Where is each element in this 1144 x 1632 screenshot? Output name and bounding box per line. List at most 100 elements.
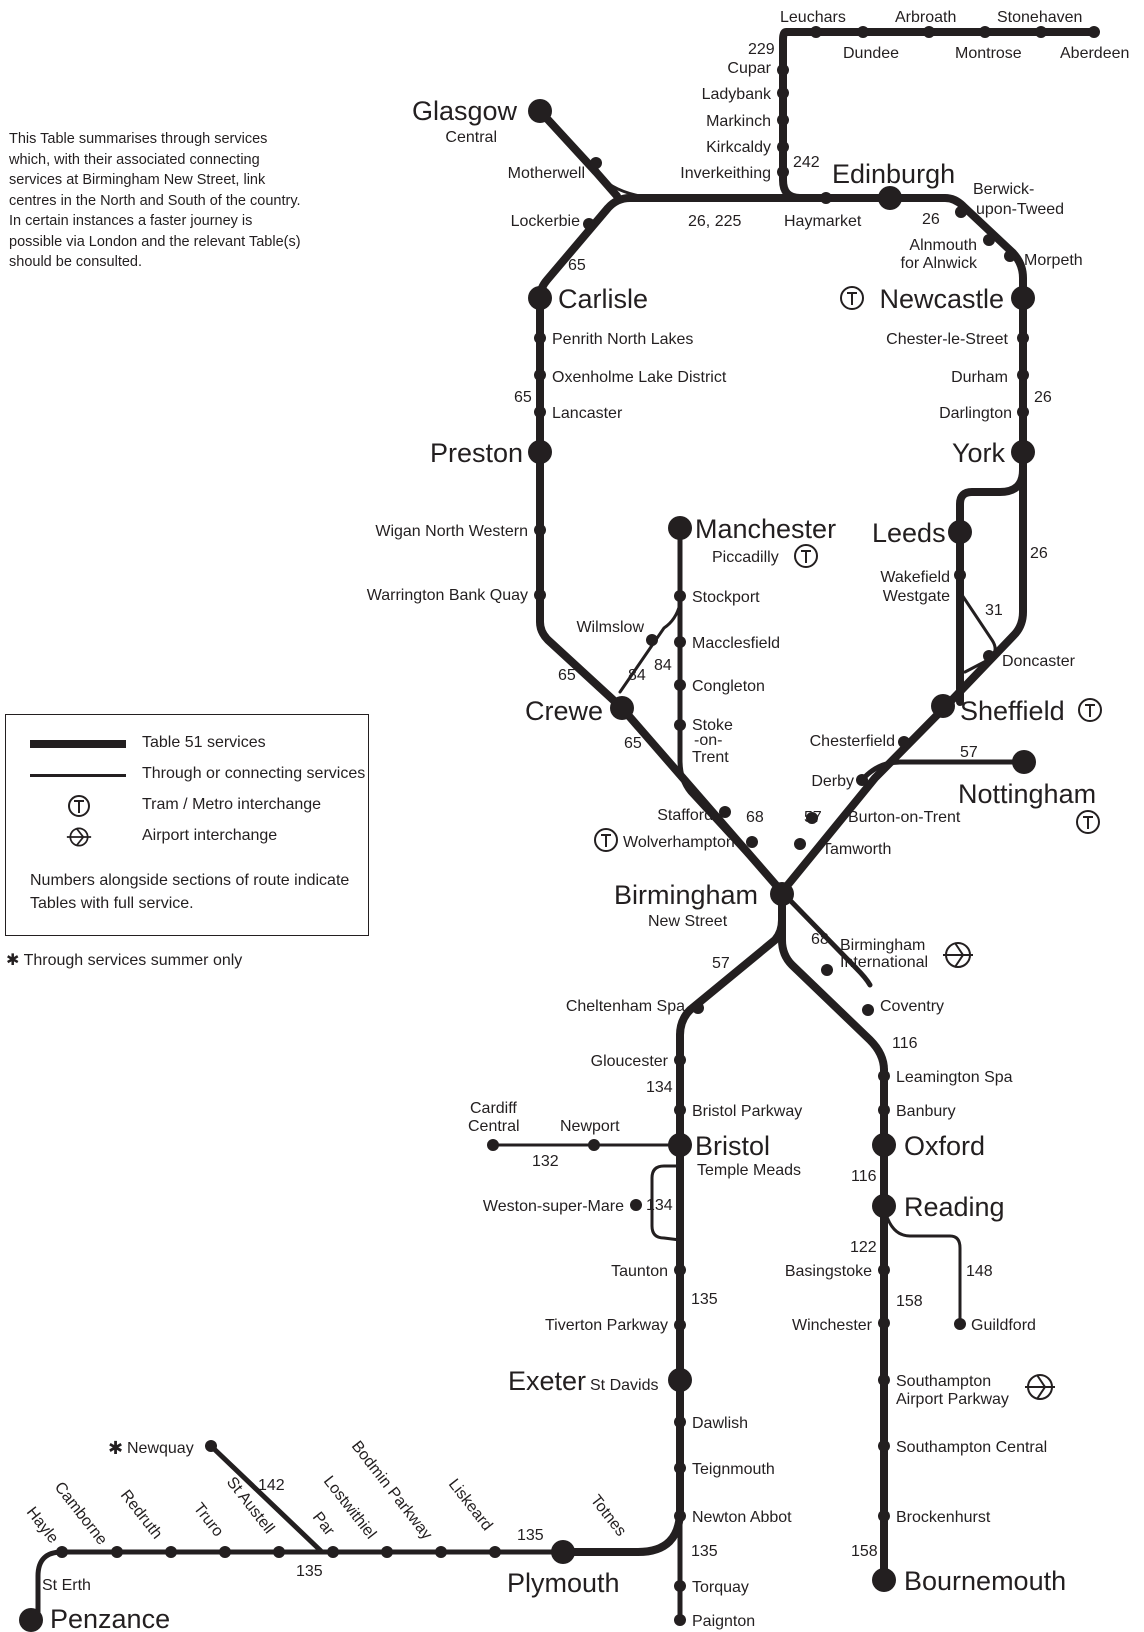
label-aberdeen: Aberdeen (1060, 45, 1129, 62)
legend-label: Airport interchange (142, 827, 278, 844)
label-preston: Preston (430, 438, 523, 468)
thin-line-icon (30, 774, 126, 777)
route-reading-guildford (882, 1204, 962, 1326)
route-sheffield-birmingham (778, 698, 954, 896)
label-dundee: Dundee (843, 45, 899, 62)
legend-item: Tram / Metro interchange (6, 793, 368, 819)
label-darlington: Darlington (939, 405, 1012, 422)
table-number: 135 (517, 1527, 544, 1544)
label-markinch: Markinch (706, 113, 771, 130)
legend: Table 51 services Through or connecting … (5, 714, 369, 936)
label-montrose: Montrose (955, 45, 1022, 62)
label-newcastle: Newcastle (879, 284, 1004, 314)
label-kirkcaldy: Kirkcaldy (706, 139, 771, 156)
station-preston (528, 440, 552, 464)
table-number: 57 (960, 744, 978, 761)
summer-note: ✱ Through services summer only (6, 952, 243, 969)
route-newquay-par (208, 1443, 325, 1555)
table-number: 68 (746, 809, 764, 826)
table-number: 26, 225 (688, 213, 741, 230)
label-glasgow: Glasgow (412, 96, 518, 126)
label-manchester: Manchester (695, 514, 836, 544)
label-exeter-sub: St Davids (590, 1377, 658, 1394)
label-chester-le-street: Chester-le-Street (886, 331, 1008, 348)
label-bham-int-2: International (840, 954, 928, 971)
label-guildford: Guildford (971, 1317, 1036, 1334)
label-newport: Newport (560, 1118, 620, 1135)
table-number: 26 (922, 211, 940, 228)
label-dawlish: Dawlish (692, 1415, 748, 1432)
route-birmingham-coventry-b (779, 889, 873, 988)
label-durham: Durham (951, 369, 1008, 386)
label-bham-int-1: Birmingham (840, 937, 925, 954)
tram-icon (1076, 810, 1100, 834)
station-oxford (872, 1133, 896, 1157)
label-wigan: Wigan North Western (375, 523, 528, 540)
label-winchester: Winchester (792, 1317, 873, 1334)
station-leeds (948, 520, 972, 544)
label-alnmouth-2: for Alnwick (901, 255, 978, 272)
table-number: 65 (558, 667, 576, 684)
label-birmingham-sub: New Street (648, 913, 728, 930)
label-leuchars: Leuchars (780, 9, 846, 26)
label-warrington: Warrington Bank Quay (367, 587, 528, 604)
label-basingstoke: Basingstoke (785, 1263, 872, 1280)
label-oxenholme: Oxenholme Lake District (552, 369, 727, 386)
station-sheffield (931, 694, 955, 718)
label-weston: Weston-super-Mare (483, 1198, 624, 1215)
tram-icon (794, 544, 818, 568)
table-number: 142 (258, 1477, 285, 1494)
label-banbury: Banbury (896, 1103, 956, 1120)
station-york (1011, 440, 1035, 464)
station-plymouth (551, 1540, 575, 1564)
table-number: 116 (851, 1168, 877, 1185)
legend-label: Tram / Metro interchange (142, 796, 322, 813)
route-york-leeds (956, 466, 1027, 706)
legend-item: Through or connecting services (6, 762, 368, 788)
label-totnes: Totnes (587, 1492, 629, 1540)
label-inverkeithing: Inverkeithing (680, 165, 771, 182)
airport-icon (66, 827, 92, 847)
label-bristol-parkway: Bristol Parkway (692, 1103, 802, 1120)
label-sheffield: Sheffield (960, 696, 1065, 726)
table-number: 26 (1034, 389, 1052, 406)
station-bristol (668, 1133, 692, 1157)
table-number: 122 (850, 1239, 877, 1256)
legend-item: Table 51 services (6, 731, 368, 757)
label-wakefield-1: Wakefield (880, 569, 950, 586)
label-tiverton: Tiverton Parkway (545, 1317, 668, 1334)
route-edinburgh-newcastle (886, 194, 1027, 302)
label-stoke-1: Stoke (692, 717, 733, 734)
label-chesterfield: Chesterfield (810, 733, 895, 750)
airport-icon (943, 942, 973, 968)
label-berwick-2: upon-Tweed (976, 201, 1064, 218)
label-motherwell: Motherwell (508, 165, 585, 182)
table-number: 65 (514, 389, 532, 406)
table-number: 132 (532, 1153, 559, 1170)
label-camborne: Camborne (51, 1479, 110, 1548)
station-penzance (19, 1608, 43, 1632)
label-reading: Reading (904, 1192, 1005, 1222)
label-cupar: Cupar (727, 60, 771, 77)
tram-icon (1078, 698, 1102, 722)
label-stoke-2: -on- (694, 732, 722, 749)
label-newton-abbot: Newton Abbot (692, 1509, 792, 1526)
label-carlisle: Carlisle (558, 284, 648, 314)
route-carlisle-crewe (536, 294, 626, 712)
label-crewe: Crewe (525, 696, 603, 726)
legend-footer: Numbers alongside sections of route indi… (30, 872, 350, 912)
label-redruth: Redruth (117, 1487, 165, 1542)
thick-line-icon (30, 740, 126, 748)
label-teignmouth: Teignmouth (692, 1461, 775, 1478)
table-number: 57 (712, 955, 730, 972)
label-torquay: Torquay (692, 1579, 749, 1596)
table-number: 158 (896, 1293, 923, 1310)
label-southampton-ap-2: Airport Parkway (896, 1391, 1009, 1408)
station-nottingham (1012, 750, 1036, 774)
label-brockenhurst: Brockenhurst (896, 1509, 991, 1526)
table-number: 65 (624, 735, 642, 752)
legend-label: Through or connecting services (142, 765, 366, 782)
station-carlisle (528, 286, 552, 310)
table-number: 31 (985, 602, 1003, 619)
